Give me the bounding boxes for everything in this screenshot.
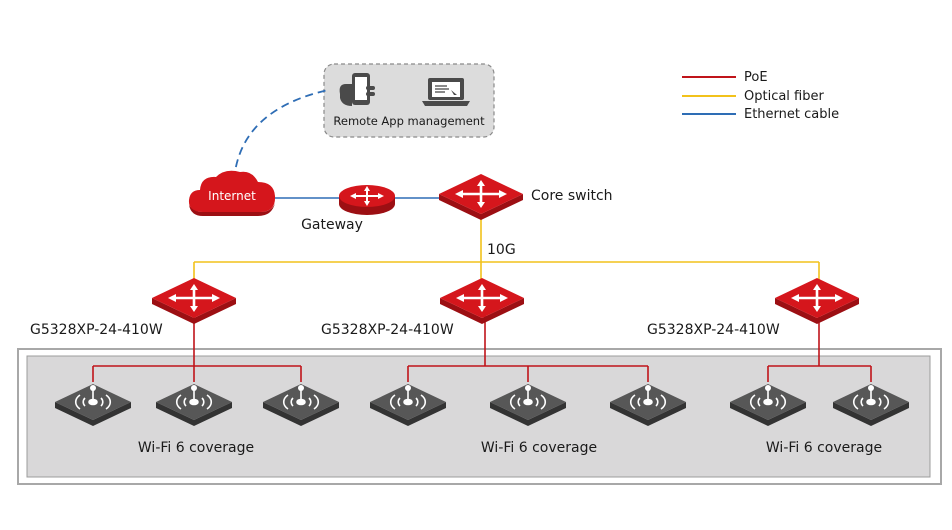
core-switch-icon [437, 172, 525, 222]
coverage-label: Wi-Fi 6 coverage [481, 440, 597, 456]
internet-cloud-icon: Internet [188, 170, 276, 216]
remote-app-label: Remote App management [333, 114, 485, 128]
coverage-zone [26, 355, 931, 478]
access-switch-label: G5328XP-24-410W [30, 322, 163, 338]
access-switch-icon [438, 276, 526, 326]
gateway-router-icon [339, 185, 395, 215]
legend-fiber-label: Optical fiber [744, 89, 824, 104]
coverage-label: Wi-Fi 6 coverage [138, 440, 254, 456]
remote-app-box: Remote App management [323, 63, 495, 138]
smartphone-icon [339, 73, 375, 106]
laptop-icon [422, 78, 470, 106]
legend: PoE Optical fiber Ethernet cable [682, 70, 839, 122]
coverage-zone-outer [17, 348, 942, 485]
access-switch-label: G5328XP-24-410W [321, 322, 454, 338]
gateway-label: Gateway [301, 217, 363, 233]
core-switch-label: Core switch [531, 188, 613, 204]
legend-poe-label: PoE [744, 70, 768, 85]
remote-link [233, 89, 329, 181]
poe-links [92, 314, 872, 382]
uplink-speed-label: 10G [487, 242, 516, 258]
coverage-label: Wi-Fi 6 coverage [766, 440, 882, 456]
access-switch-icon [773, 276, 861, 326]
legend-ethernet-label: Ethernet cable [744, 107, 839, 122]
access-switch-label: G5328XP-24-410W [647, 322, 780, 338]
access-switch-icon [150, 276, 238, 326]
internet-label: Internet [208, 189, 256, 203]
